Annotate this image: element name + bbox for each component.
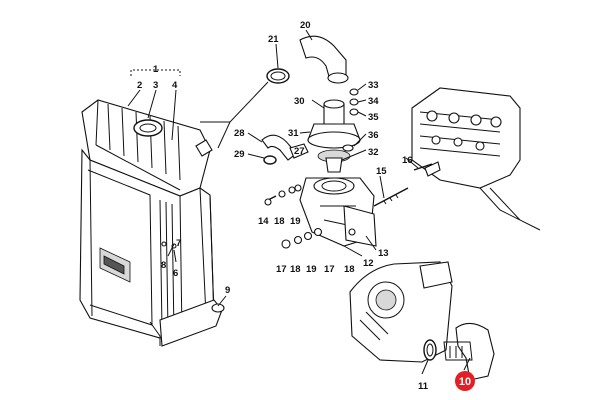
label-30: 30 [294, 96, 305, 107]
highlight-marker [455, 371, 475, 391]
label-19a: 19 [290, 216, 301, 227]
label-8: 8 [161, 260, 166, 271]
label-4: 4 [172, 80, 178, 91]
label-17b: 17 [324, 264, 335, 275]
label-17a: 17 [276, 264, 287, 275]
label-20: 20 [300, 20, 311, 31]
label-32: 32 [368, 147, 379, 158]
label-27: 27 [294, 146, 305, 157]
label-15: 15 [376, 166, 387, 177]
highlight-callout-10[interactable]: 10 [455, 371, 475, 391]
leader-lines [127, 29, 471, 375]
label-36: 36 [368, 130, 379, 141]
label-21: 21 [268, 34, 279, 45]
engine-block [411, 87, 541, 231]
thermostat-assembly [261, 35, 433, 249]
label-2: 2 [137, 80, 142, 91]
label-18c: 18 [344, 264, 355, 275]
label-19b: 19 [306, 264, 317, 275]
label-1: 1 [153, 64, 159, 75]
label-35: 35 [368, 112, 379, 123]
label-6: 6 [173, 268, 178, 279]
label-10: 10 [459, 376, 471, 388]
label-7: 7 [176, 238, 181, 249]
label-3: 3 [153, 80, 158, 91]
label-9: 9 [225, 285, 230, 296]
label-14: 14 [258, 216, 269, 227]
label-28: 28 [234, 128, 245, 139]
radiator [79, 99, 225, 347]
label-31: 31 [288, 128, 299, 139]
label-11: 11 [418, 381, 429, 392]
label-34: 34 [368, 96, 379, 107]
label-16: 16 [402, 155, 413, 166]
water-pump-area [349, 261, 495, 381]
part-labels: 1 2 3 4 6 7 8 9 11 12 13 14 15 16 17 17 … [137, 20, 429, 392]
label-29: 29 [234, 149, 245, 160]
label-18a: 18 [274, 216, 285, 227]
label-33: 33 [368, 80, 379, 91]
label-12: 12 [363, 258, 374, 269]
label-18b: 18 [290, 264, 301, 275]
label-13: 13 [378, 248, 389, 259]
